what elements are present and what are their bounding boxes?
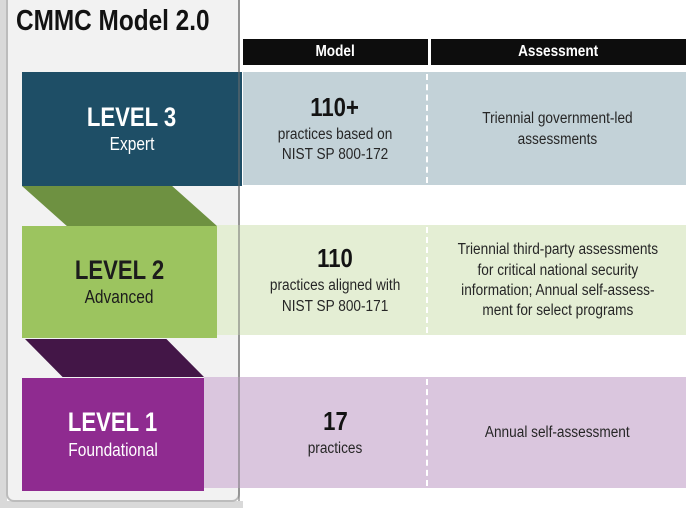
column-header-assessment: Assessment [431, 39, 686, 65]
level-1-box: LEVEL 1 Foundational [22, 378, 204, 491]
level-2-row-band [217, 225, 686, 335]
card-right-border [238, 0, 240, 501]
page-margin-bottom [0, 501, 243, 508]
level-2-practices-desc: practices aligned with NIST SP 800-171 [269, 277, 401, 315]
level-3-assessment-cell: Triennial government-led assessments [429, 72, 686, 185]
level-3-title: LEVEL 3 [87, 101, 177, 132]
level-3-subtitle: Expert [109, 134, 155, 155]
column-header-assessment-label: Assessment [518, 43, 599, 60]
level-1-assessment-cell: Annual self-assessment [429, 377, 686, 488]
level-2-subtitle: Advanced [85, 287, 154, 308]
level-2-assessment-cell: Triennial third-party assessments for cr… [429, 225, 686, 335]
column-header-model-label: Model [315, 43, 356, 60]
level-3-row-band [243, 72, 686, 185]
level-1-practices-desc: practices [307, 439, 363, 457]
level-3-box: LEVEL 3 Expert [22, 72, 242, 186]
dashed-divider-level-3 [426, 74, 428, 183]
page-margin-left [0, 0, 7, 508]
level-3-assessment-text: Triennial government-led assessments [482, 110, 633, 148]
level-1-assessment-text: Annual self-assessment [485, 424, 630, 442]
level-1-subtitle: Foundational [68, 439, 158, 460]
level-2-practices-count: 110 [317, 243, 353, 274]
level-1-model-cell: 17 practices [243, 377, 427, 488]
level-1-practices-count: 17 [322, 405, 348, 436]
level-2-title: LEVEL 2 [74, 254, 165, 285]
dashed-divider-level-1 [426, 379, 428, 486]
level-3-practices-desc: practices based on NIST SP 800-172 [277, 125, 393, 163]
level-3-model-cell: 110+ practices based on NIST SP 800-172 [243, 72, 427, 185]
level-2-model-cell: 110 practices aligned with NIST SP 800-1… [243, 225, 427, 335]
dashed-divider-level-2 [426, 227, 428, 333]
level-2-box: LEVEL 2 Advanced [22, 226, 217, 338]
level-1-row-band [204, 377, 686, 488]
level-3-practices-count: 110+ [310, 91, 360, 122]
page-title: CMMC Model 2.0 [16, 5, 210, 37]
level-1-title: LEVEL 1 [68, 407, 158, 438]
column-header-model: Model [243, 39, 428, 65]
level-2-assessment-text: Triennial third-party assessments for cr… [457, 241, 658, 320]
